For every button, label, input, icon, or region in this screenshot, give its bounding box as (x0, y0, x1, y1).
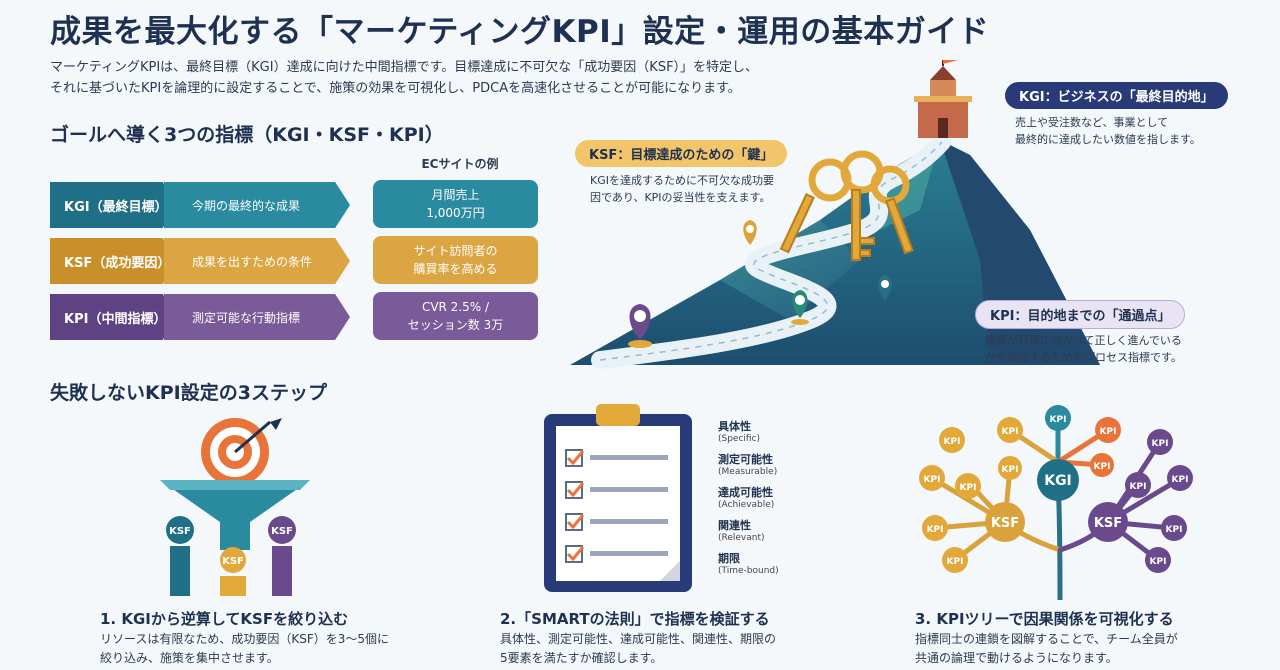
smart-item: 測定可能性(Measurable) (718, 453, 778, 477)
funnel-ksf-label: KSF (169, 526, 191, 537)
tree-kpi-label: KPI (1152, 439, 1169, 449)
ksf-callout-title: KSF：目標達成のための「鍵」 (575, 140, 788, 167)
kpi-callout-title: KPI：目的地までの「通過点」 (975, 300, 1186, 329)
indicator-label: KPI（中間指標） (50, 294, 178, 340)
tree-kpi-label: KPI (1094, 462, 1111, 472)
step-1-desc: リソースは有限なため、成功要因（KSF）を3〜5個に 絞り込み、施策を集中させま… (100, 632, 390, 665)
checkbox-icon (565, 513, 585, 531)
smart-item: 期限(Time-bound) (718, 552, 779, 576)
tree-kpi-label: KPI (1172, 475, 1189, 485)
tree-kpi-label: KPI (924, 475, 941, 485)
indicator-row-kgi: KGI（最終目標） 今期の最終的な成果 (50, 182, 350, 228)
location-pin-icon (628, 304, 652, 348)
checkbox-icon (565, 481, 585, 499)
step-3-desc: 指標同士の連鎖を図解することで、チーム全員が 共通の論理で動けるようになります。 (915, 632, 1178, 665)
tree-kpi-label: KPI (1166, 525, 1183, 535)
example-label: ECサイトの例 (421, 157, 499, 171)
clipboard-illustration (544, 404, 692, 592)
tree-ksf-label: KSF (991, 516, 1019, 531)
step-2-title: 2.「SMARTの法則」で指標を検証する (500, 610, 770, 628)
indicator-example-kpi: CVR 2.5% / セッション数 3万 (373, 292, 538, 340)
funnel-illustration: KSF KSF KSF (160, 418, 310, 596)
tree-kpi-label: KPI (1002, 465, 1019, 475)
tree-kpi-label: KPI (960, 483, 977, 493)
tree-kpi-label: KPI (927, 525, 944, 535)
indicator-row-kpi: KPI（中間指標） 測定可能な行動指標 (50, 294, 350, 340)
tree-kpi-label: KPI (1100, 427, 1117, 437)
kpi-callout-text: 施策が目標に向かって正しく進んでいる かを確認するためのプロセス指標です。 (985, 334, 1182, 365)
indicator-desc: 成果を出すための条件 (164, 238, 350, 284)
target-icon (201, 418, 282, 486)
tree-kpi-label: KPI (1130, 482, 1147, 492)
checkbox-icon (565, 545, 585, 563)
step-2-desc: 具体性、測定可能性、達成可能性、関連性、期限の 5要素を満たすか確認します。 (500, 632, 777, 665)
step-3-title: 3. KPIツリーで因果関係を可視化する (915, 610, 1174, 628)
tree-kpi-label: KPI (1150, 557, 1167, 567)
indicator-desc: 測定可能な行動指標 (164, 294, 350, 340)
kgi-callout-title: KGI：ビジネスの「最終目的地」 (1005, 82, 1228, 109)
page-title: 成果を最大化する「マーケティングKPI」設定・運用の基本ガイド (50, 14, 990, 50)
kpi-tree-illustration: KGI KSF KSF KPI KPI KPI KPI KPI KPI KPI … (919, 405, 1193, 600)
indicator-row-ksf: KSF（成功要因） 成果を出すための条件 (50, 238, 350, 284)
keys-icon (779, 150, 914, 261)
funnel-ksf-label: KSF (222, 556, 244, 567)
indicator-example-ksf: サイト訪問者の 購買率を高める (373, 236, 538, 284)
smart-item: 具体性(Specific) (718, 420, 761, 444)
step-1-title: 1. KGIから逆算してKSFを絞り込む (100, 610, 349, 628)
intro-line-1: マーケティングKPIは、最終目標（KGI）達成に向けた中間指標です。目標達成に不… (50, 60, 759, 75)
indicator-desc: 今期の最終的な成果 (164, 182, 350, 228)
kgi-callout-text: 売上や受注数など、事業として 最終的に達成したい数値を指します。 (1015, 116, 1201, 147)
indicator-label: KGI（最終目標） (50, 182, 178, 228)
smart-item: 達成可能性(Achievable) (718, 486, 775, 510)
location-pin-icon (878, 275, 892, 300)
location-pin-icon (743, 220, 757, 245)
castle-icon (914, 60, 972, 138)
tree-kgi-label: KGI (1044, 473, 1072, 489)
indicators-heading: ゴールへ導く3つの指標（KGI・KSF・KPI） (50, 124, 444, 146)
indicator-label: KSF（成功要因） (50, 238, 178, 284)
indicator-example-kgi: 月間売上 1,000万円 (373, 180, 538, 228)
ksf-callout-text: KGIを達成するために不可欠な成功要 因であり、KPIの妥当性を支えます。 (590, 174, 774, 205)
tree-kpi-label: KPI (1050, 415, 1067, 425)
checkbox-icon (565, 449, 585, 467)
smart-item: 関連性(Relevant) (718, 519, 765, 543)
tree-kpi-label: KPI (1002, 427, 1019, 437)
tree-kpi-label: KPI (944, 437, 961, 447)
steps-heading: 失敗しないKPI設定の3ステップ (50, 382, 327, 404)
location-pin-icon (791, 290, 809, 325)
tree-ksf-label: KSF (1094, 516, 1122, 531)
intro-line-2: それに基づいたKPIを論理的に設定することで、施策の効果を可視化し、PDCAを高… (50, 81, 741, 96)
tree-kpi-label: KPI (947, 557, 964, 567)
funnel-ksf-label: KSF (271, 526, 293, 537)
